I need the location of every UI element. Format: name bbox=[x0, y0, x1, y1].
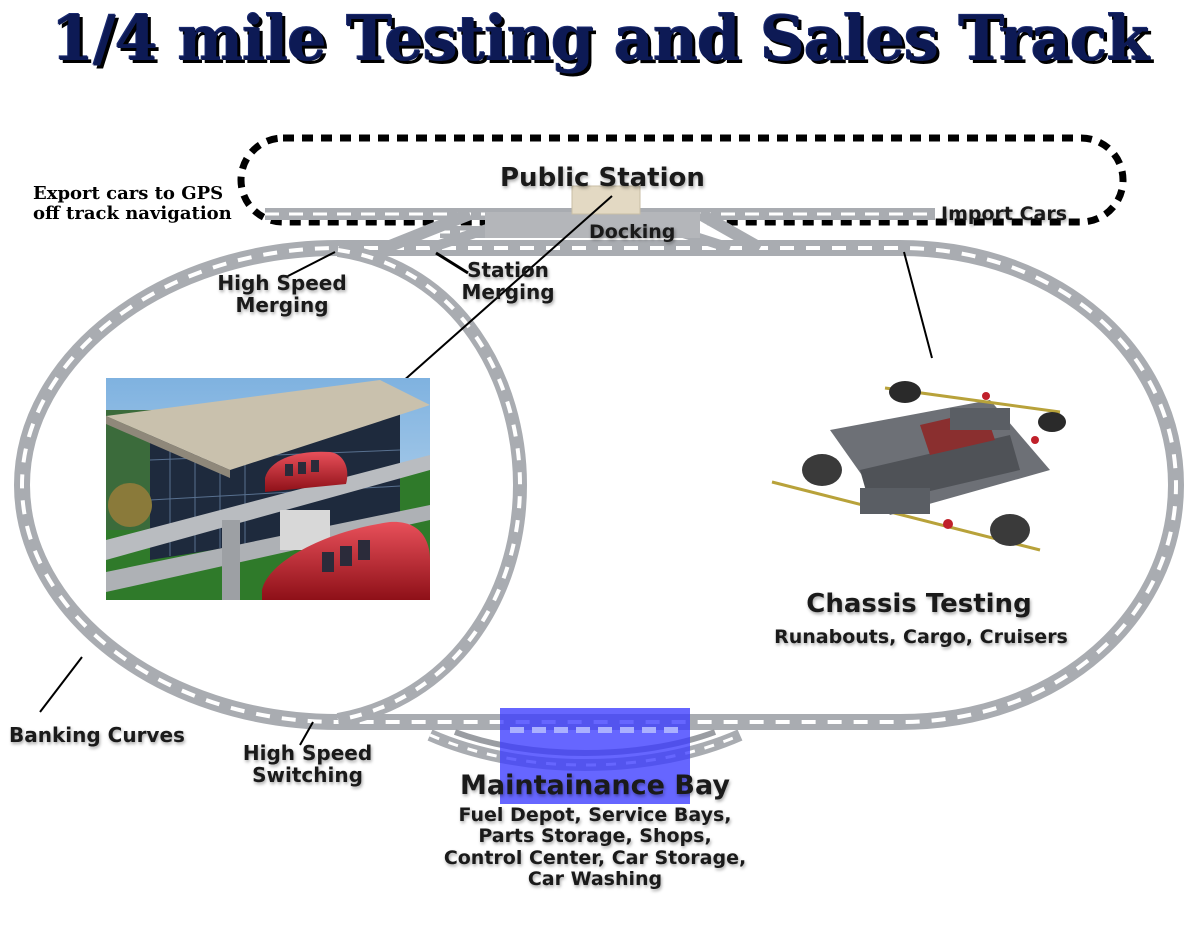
export-import-loop bbox=[237, 134, 1127, 226]
import-cars-label: Import Cars bbox=[941, 203, 1068, 225]
station-merging-line-2: Merging bbox=[461, 280, 555, 305]
docking-label: Docking bbox=[589, 221, 676, 243]
high-speed-switching-line-2: Switching bbox=[252, 763, 363, 788]
chassis-illustration bbox=[771, 381, 1066, 552]
maintenance-line-3: Control Center, Car Storage, bbox=[443, 846, 747, 869]
high-speed-merging-line-2: Merging bbox=[235, 293, 329, 318]
page-title: 1/4 mile Testing and Sales Track bbox=[51, 2, 1150, 75]
chassis-testing-label: Chassis Testing bbox=[806, 589, 1032, 619]
high-speed-merging-line-1: High Speed bbox=[217, 271, 347, 295]
high-speed-switching-line-1: High Speed bbox=[242, 741, 373, 765]
maintenance-bay-label: Maintainance Bay bbox=[460, 770, 730, 801]
inner-loop-track bbox=[336, 243, 528, 727]
high-speed-switching-label: High Speed Switching bbox=[240, 742, 375, 787]
station-photo bbox=[106, 378, 430, 600]
export-cars-label: Export cars to GPS off track navigation bbox=[33, 183, 232, 225]
export-cars-line-2: off track navigation bbox=[33, 203, 232, 225]
maintenance-line-2: Parts Storage, Shops, bbox=[478, 825, 712, 848]
maintenance-bay-details: Fuel Depot, Service Bays, Parts Storage,… bbox=[420, 804, 770, 890]
station-merging-label: Station Merging bbox=[458, 259, 558, 304]
maintenance-bay-highlight bbox=[500, 708, 690, 804]
maintenance-line-4: Car Washing bbox=[527, 867, 663, 890]
public-station-label: Public Station bbox=[500, 163, 705, 193]
chassis-testing-subtitle: Runabouts, Cargo, Cruisers bbox=[774, 626, 1068, 648]
high-speed-merging-label: High Speed Merging bbox=[214, 272, 350, 317]
maintenance-line-1: Fuel Depot, Service Bays, bbox=[458, 804, 732, 826]
export-cars-line-1: Export cars to GPS bbox=[33, 183, 224, 204]
station-track bbox=[265, 208, 935, 256]
banking-curves-label: Banking Curves bbox=[9, 723, 185, 747]
main-track-oval bbox=[13, 240, 1185, 730]
station-merging-line-1: Station bbox=[467, 258, 549, 282]
